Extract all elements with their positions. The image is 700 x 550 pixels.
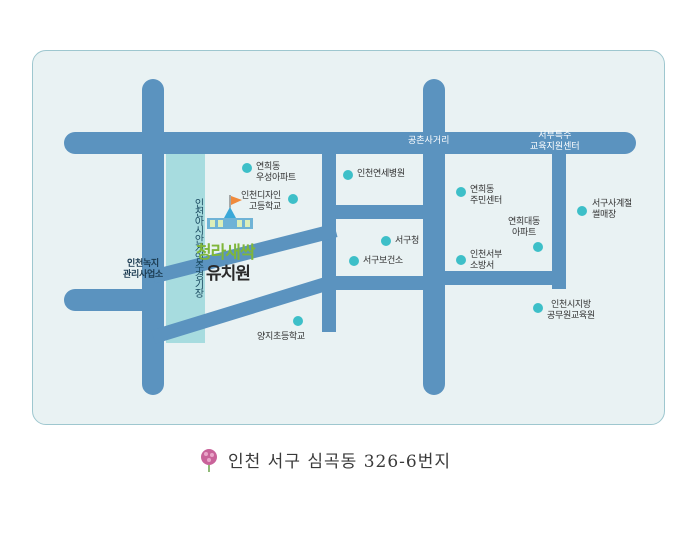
place-dot-yeonhui-apt: [242, 163, 252, 173]
place-dot-seogu-office: [381, 236, 391, 246]
place-label-yeonhui-center: 연희동 주민센터: [470, 185, 502, 206]
place-dot-fire-station: [456, 255, 466, 265]
place-dot-health-center: [349, 256, 359, 266]
place-dot-design-hs: [288, 194, 298, 204]
road-label-seobu: 서부특수 교육지원센터: [530, 131, 580, 152]
place-label-seogu-complex: 서구사계절 썰매장: [592, 199, 632, 220]
kindergarten-name-top: 청라새싹: [196, 243, 256, 263]
place-label-design-hs: 인천디자인 고등학교: [241, 191, 281, 212]
road-diagonal-upper: [151, 223, 338, 284]
road-diagonal-lower: [151, 274, 338, 344]
place-dot-yeonhui-center: [456, 187, 466, 197]
place-label-yangji-es: 양지초등학교: [257, 332, 305, 342]
place-label-seogu-office: 서구청: [395, 236, 419, 246]
place-dot-seogu-complex: [577, 206, 587, 216]
place-label-yeonse-hospital: 인천연세병원: [357, 169, 405, 179]
kindergarten-name-bottom: 유치원: [206, 264, 251, 284]
place-label-fire-station: 인천서부 소방서: [470, 250, 502, 271]
stadium-area: [166, 153, 205, 343]
place-label-official-edu: 인천시지방 공무원교육원: [547, 300, 595, 321]
place-label-yeonhui-apt: 연희동 우성아파트: [256, 162, 296, 183]
address-text: 인천 서구 심곡동 326-6번지: [228, 452, 451, 472]
place-dot-yangji-es: [293, 316, 303, 326]
place-label-health-center: 서구보건소: [363, 256, 403, 266]
road-label-gongchon: 공촌사거리: [408, 136, 450, 146]
stadium-label: 인천아시안게임주경기장: [192, 197, 203, 297]
place-label-green-office: 인천녹지 관리사업소: [123, 259, 163, 280]
flower-pin-icon: [201, 449, 217, 472]
place-dot-yeonse-hospital: [343, 170, 353, 180]
kindergarten-icon: [207, 195, 253, 229]
place-dot-yeonhui-daedong: [533, 242, 543, 252]
place-dot-official-edu: [533, 303, 543, 313]
place-label-yeonhui-daedong: 연희대동 아파트: [508, 217, 540, 238]
